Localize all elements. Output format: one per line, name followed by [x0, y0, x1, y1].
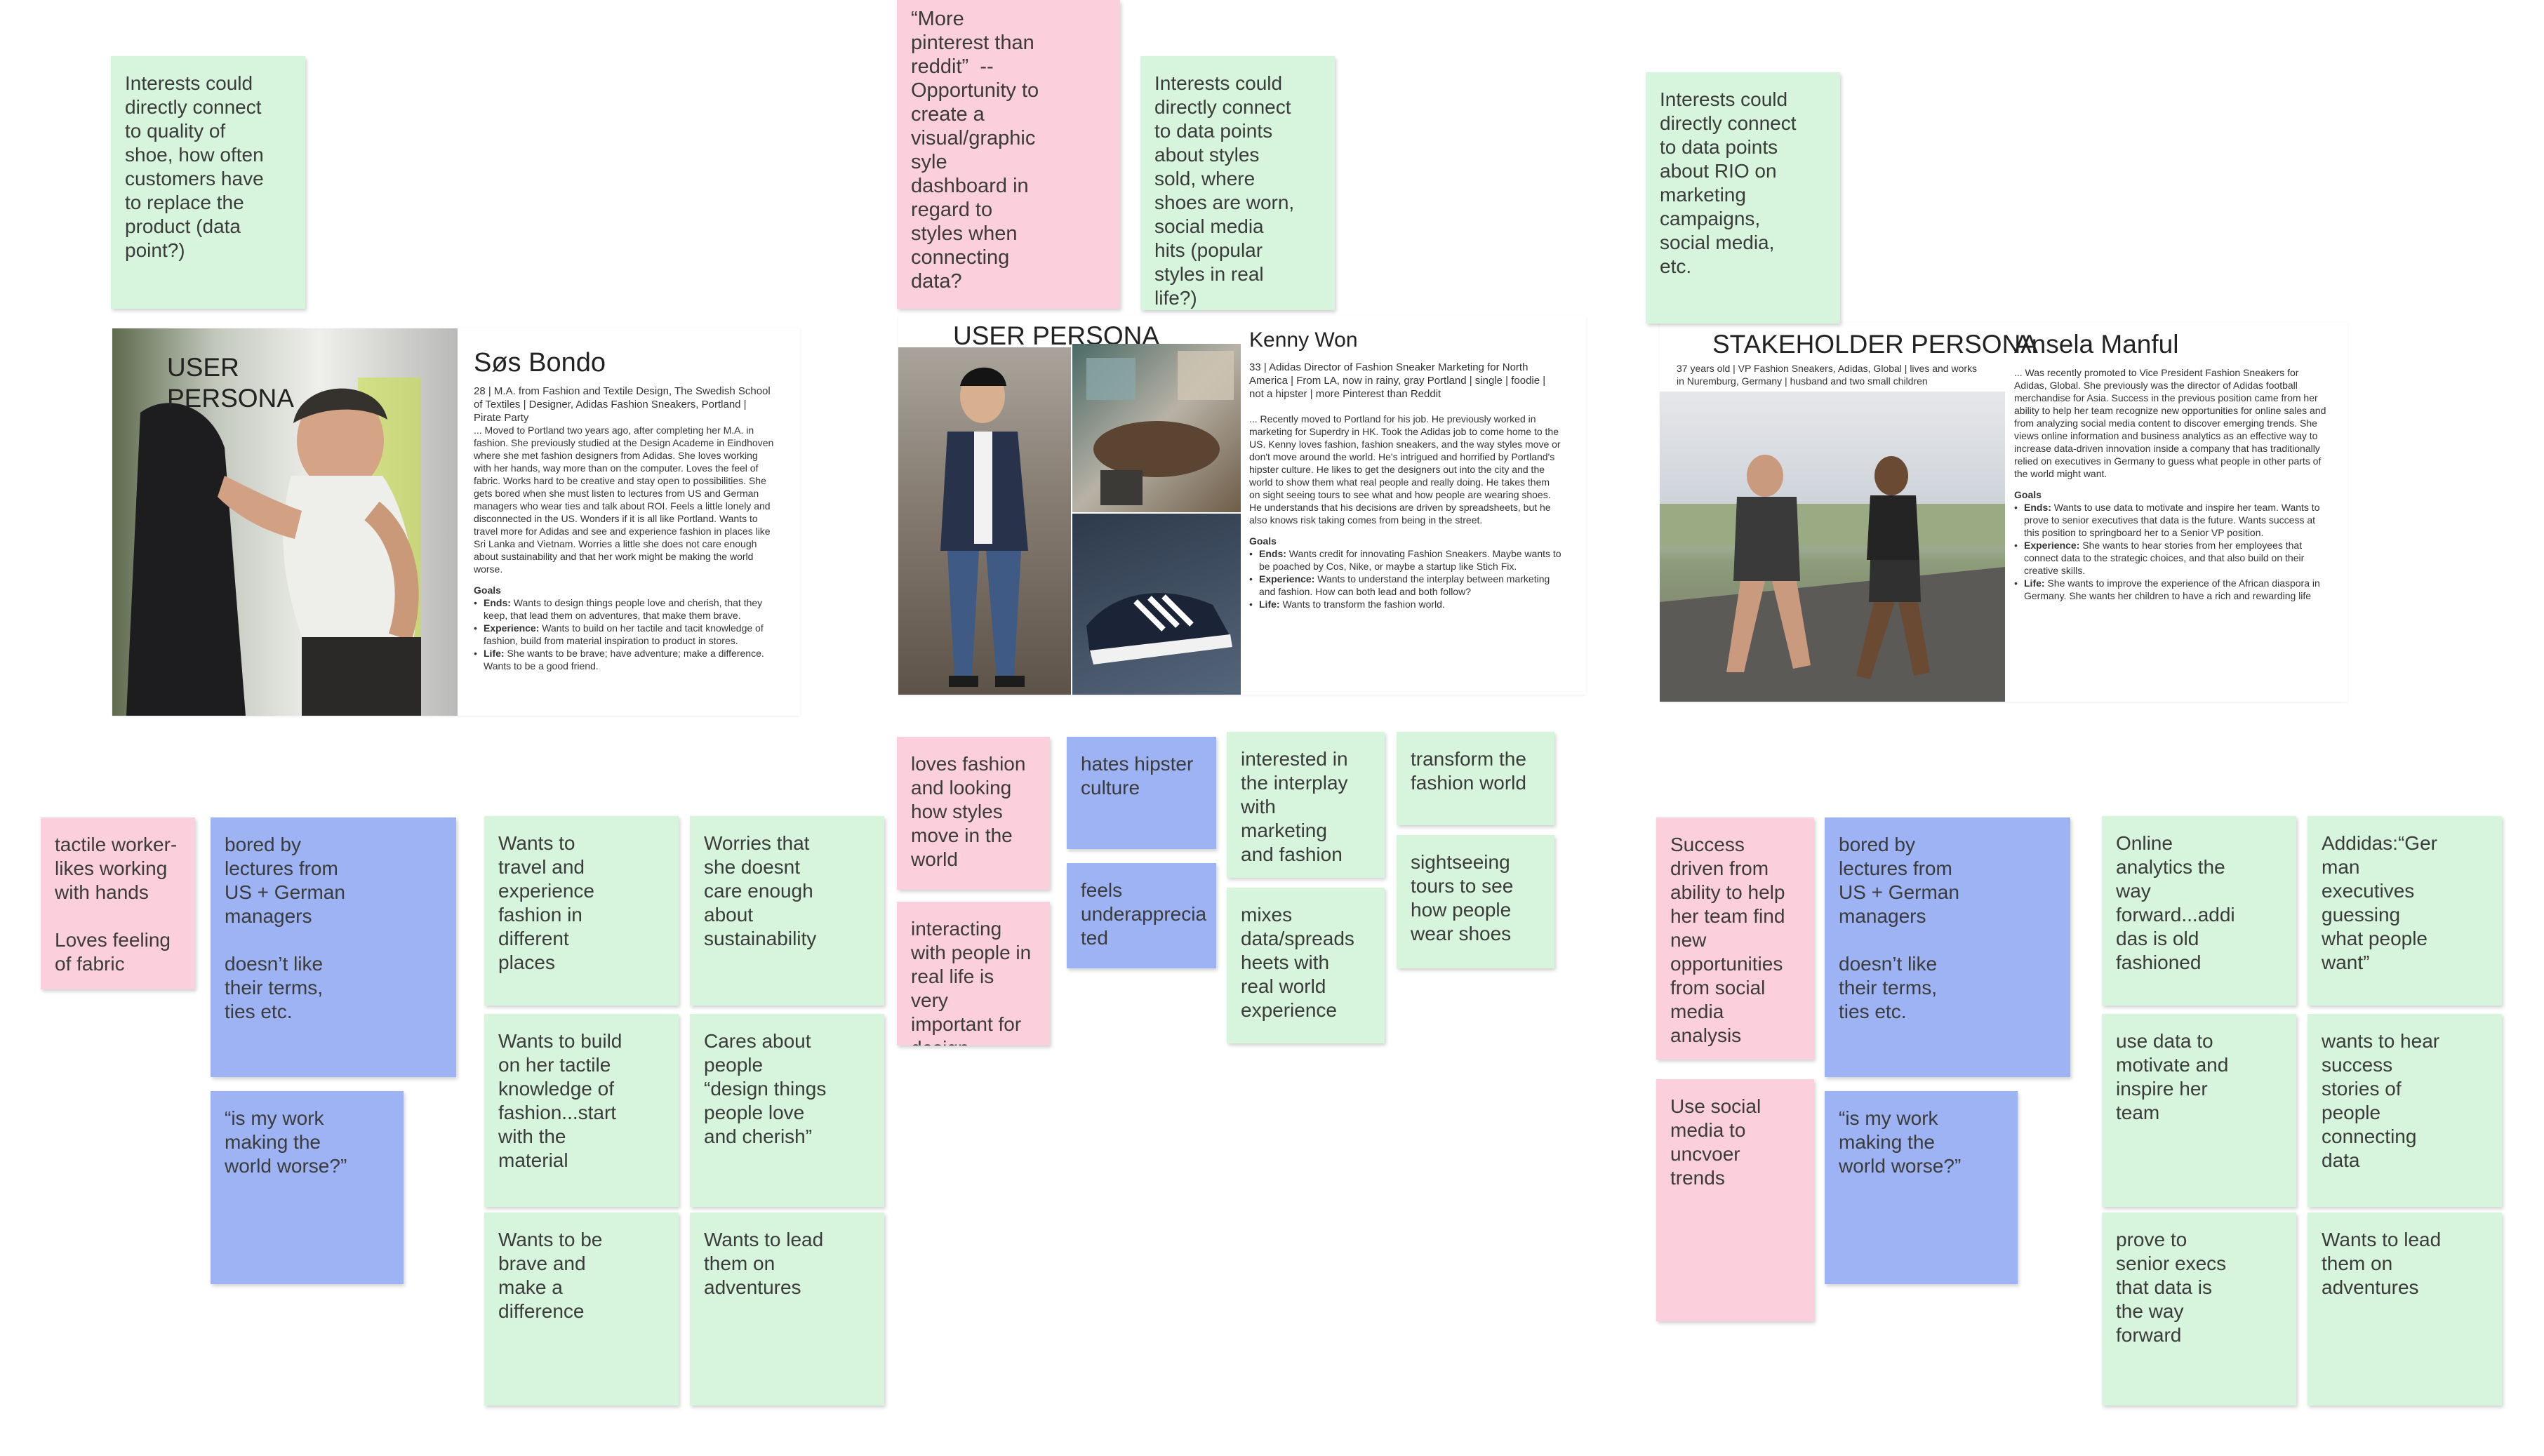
- persona-card-kenny-won[interactable]: USER PERSONA Kenny Won 33 | Adidas Direc…: [898, 316, 1586, 695]
- goal-label: Experience:: [2024, 540, 2080, 551]
- sticky-note[interactable]: Online analytics the way forward...addi …: [2102, 816, 2296, 1006]
- goal-text: Wants to understand the interplay betwee…: [1259, 573, 1550, 597]
- persona-bio-text: ... Moved to Portland two years ago, aft…: [474, 425, 774, 575]
- goal-item: Experience: She wants to hear stories fr…: [2014, 539, 2326, 577]
- goal-item: Life: She wants to be brave; have advent…: [474, 647, 775, 672]
- persona-title: USER PERSONA: [167, 353, 294, 413]
- goal-text: She wants to improve the experience of t…: [2024, 577, 2320, 601]
- goal-item: Experience: Wants to build on her tactil…: [474, 622, 775, 647]
- sticky-note[interactable]: Wants to lead them on adventures: [2307, 1213, 2502, 1405]
- sticky-note[interactable]: loves fashion and looking how styles mov…: [897, 737, 1050, 890]
- photo-runners: [1660, 392, 2005, 702]
- persona-name: Søs Bondo: [474, 348, 606, 378]
- persona-name: Kenny Won: [1249, 328, 1358, 352]
- goal-text: Wants to build on her tactile and tacit …: [484, 622, 764, 646]
- sticky-note[interactable]: “More pinterest than reddit” -- Opportun…: [897, 0, 1120, 309]
- sticky-note[interactable]: Cares about people “design things people…: [690, 1014, 884, 1207]
- persona-name: Ansela Manful: [2014, 330, 2179, 359]
- sticky-note[interactable]: interacting with people in real life is …: [897, 902, 1050, 1046]
- sticky-note[interactable]: use data to motivate and inspire her tea…: [2102, 1014, 2296, 1207]
- sticky-note[interactable]: sightseeing tours to see how people wear…: [1397, 835, 1554, 968]
- persona-meta: 28 | M.A. from Fashion and Textile Desig…: [474, 385, 771, 424]
- persona-bio: ... Moved to Portland two years ago, aft…: [474, 424, 775, 672]
- man-illustration: [940, 367, 1028, 687]
- goal-item: Ends: Wants credit for innovating Fashio…: [1249, 547, 1561, 573]
- persona-meta: 33 | Adidas Director of Fashion Sneaker …: [1249, 361, 1546, 400]
- sticky-note[interactable]: interested in the interplay with marketi…: [1227, 732, 1385, 878]
- goal-label: Life:: [1259, 599, 1280, 610]
- persona-bio-text: ... Was recently promoted to Vice Presid…: [2014, 367, 2326, 479]
- sticky-note[interactable]: Interests could directly connect to qual…: [111, 56, 305, 309]
- goal-text: Wants to use data to motivate and inspir…: [2024, 502, 2320, 538]
- sticky-note[interactable]: Interests could directly connect to data…: [1140, 56, 1335, 310]
- goal-text: Wants credit for innovating Fashion Snea…: [1259, 548, 1561, 572]
- goal-label: Experience:: [484, 622, 540, 634]
- sticky-note[interactable]: Wants to build on her tactile knowledge …: [484, 1014, 679, 1207]
- persona-card-sos-bondo[interactable]: USER PERSONA Søs Bondo 28 | M.A. from Fa…: [112, 328, 800, 716]
- goal-text: She wants to hear stories from her emplo…: [2024, 540, 2305, 576]
- sticky-note[interactable]: Worries that she doesnt care enough abou…: [690, 816, 884, 1006]
- goal-item: Ends: Wants to design things people love…: [474, 596, 775, 622]
- photo-man-street: [898, 347, 1071, 695]
- persona-title: STAKEHOLDER PERSONA: [1712, 330, 2038, 359]
- sticky-note[interactable]: Use social media to uncvoer trends: [1656, 1079, 1814, 1321]
- persona-bio: ... Was recently promoted to Vice Presid…: [2014, 366, 2326, 602]
- runners-illustration: [1660, 455, 2005, 702]
- sticky-note[interactable]: Wants to travel and experience fashion i…: [484, 816, 679, 1006]
- sticky-note[interactable]: transform the fashion world: [1397, 732, 1554, 825]
- sticky-note[interactable]: Success driven from ability to help her …: [1656, 817, 1814, 1060]
- sticky-note[interactable]: bored by lectures from US + German manag…: [1825, 817, 2070, 1077]
- sneaker-illustration: [1086, 593, 1232, 664]
- persona-bio: ... Recently moved to Portland for his j…: [1249, 413, 1561, 610]
- persona-card-ansela-manful[interactable]: STAKEHOLDER PERSONA 37 years old | VP Fa…: [1660, 323, 2347, 702]
- goal-item: Life: She wants to improve the experienc…: [2014, 577, 2326, 602]
- sticky-note[interactable]: feels underapprecia ted: [1067, 863, 1216, 968]
- sticky-note[interactable]: hates hipster culture: [1067, 737, 1216, 849]
- photo-sneakers: [1072, 514, 1241, 695]
- sticky-note[interactable]: wants to hear success stories of people …: [2307, 1014, 2502, 1207]
- photo-cafe-interior: [1072, 344, 1241, 512]
- sticky-note[interactable]: prove to senior execs that data is the w…: [2102, 1213, 2296, 1405]
- persona-meta: 37 years old | VP Fashion Sneakers, Adid…: [1677, 363, 1978, 387]
- goal-label: Experience:: [1259, 573, 1315, 585]
- goal-text: She wants to be brave; have adventure; m…: [484, 648, 764, 672]
- woman-illustration: [126, 378, 421, 716]
- goal-item: Experience: Wants to understand the inte…: [1249, 573, 1561, 598]
- goal-item: Life: Wants to transform the fashion wor…: [1249, 598, 1561, 610]
- sticky-note[interactable]: Addidas:“Ger man executives guessing wha…: [2307, 816, 2502, 1006]
- photo-woman-with-fabric: [112, 328, 458, 716]
- goals-heading: Goals: [1249, 535, 1277, 547]
- goal-label: Life:: [484, 648, 505, 659]
- sticky-note[interactable]: Wants to lead them on adventures: [690, 1213, 884, 1405]
- sticky-note[interactable]: mixes data/spreads heets with real world…: [1227, 888, 1385, 1043]
- sticky-note[interactable]: “is my work making the world worse?”: [1825, 1091, 2018, 1284]
- goal-text: Wants to transform the fashion world.: [1282, 599, 1445, 610]
- sticky-note[interactable]: bored by lectures from US + German manag…: [211, 817, 456, 1077]
- sticky-note[interactable]: “is my work making the world worse?”: [211, 1091, 404, 1284]
- persona-bio-text: ... Recently moved to Portland for his j…: [1249, 413, 1561, 526]
- goal-item: Ends: Wants to use data to motivate and …: [2014, 501, 2326, 539]
- goals-heading: Goals: [2014, 489, 2042, 500]
- goal-label: Ends:: [2024, 502, 2051, 513]
- goal-text: Wants to design things people love and c…: [484, 597, 763, 621]
- sticky-note[interactable]: tactile worker- likes working with hands…: [41, 817, 195, 989]
- goal-label: Ends:: [484, 597, 511, 608]
- goal-label: Ends:: [1259, 548, 1286, 559]
- goals-heading: Goals: [474, 585, 501, 596]
- goal-label: Life:: [2024, 577, 2045, 589]
- sticky-note[interactable]: Wants to be brave and make a difference: [484, 1213, 679, 1405]
- sticky-note[interactable]: Interests could directly connect to data…: [1646, 72, 1840, 323]
- cafe-illustration: [1086, 351, 1234, 505]
